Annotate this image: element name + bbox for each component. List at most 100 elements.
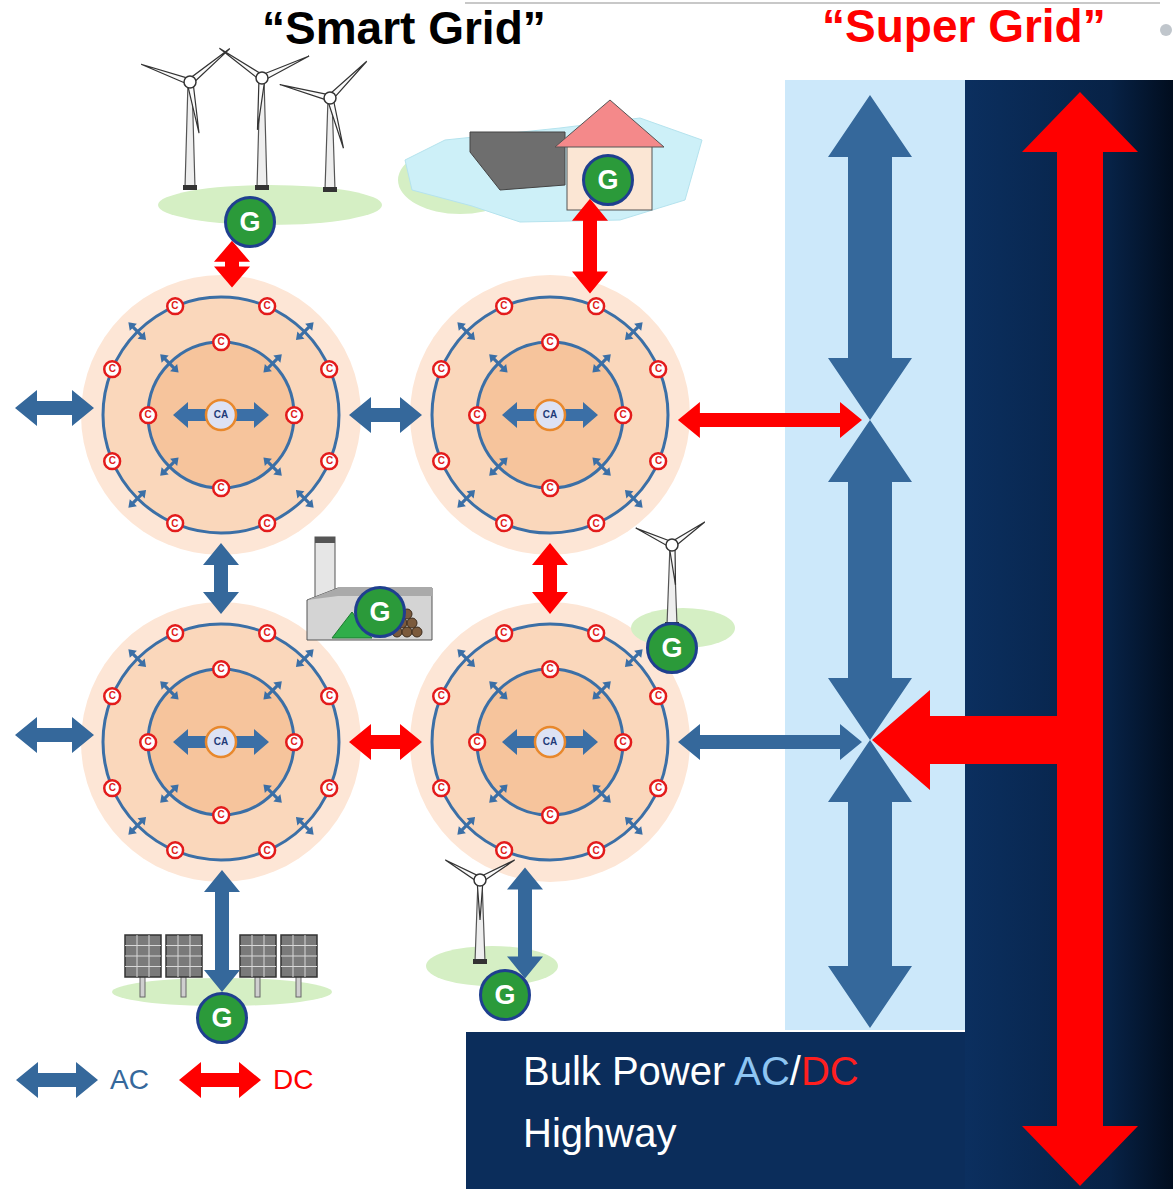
generator-circle: G: [479, 969, 531, 1021]
node-outline: [167, 298, 183, 314]
consumer-letter: C: [217, 483, 224, 493]
power-connector: [678, 724, 862, 760]
flow-arrow: [592, 784, 610, 802]
node-outline: [286, 407, 302, 423]
microgrid-circle: CACCCCCCCCCCCC: [93, 614, 349, 870]
consumer-letter: C: [438, 691, 445, 701]
flow-arrow: [625, 649, 643, 667]
solar-panel: [181, 975, 186, 997]
external-ac-arrow: [15, 717, 94, 753]
consumer-circle: C: [166, 624, 184, 642]
node-outline: [259, 625, 275, 641]
flow-arrow: [263, 354, 281, 372]
highway-label: Bulk Power AC/DC Highway: [523, 1040, 963, 1164]
node-outline: [651, 688, 667, 704]
power-connector: [507, 868, 543, 979]
consumer-circle: C: [468, 406, 486, 424]
consumer-letter: C: [546, 810, 553, 820]
node-outline: [584, 156, 633, 205]
solar-panel: [296, 975, 301, 997]
flow-arrow: [592, 457, 610, 475]
solar-panel: [255, 975, 260, 997]
legend-item: DC: [175, 1058, 313, 1102]
consumer-letter: C: [217, 337, 224, 347]
consumer-circle: C: [432, 360, 450, 378]
control-area-label: CA: [543, 737, 557, 747]
solar-panel: [125, 956, 161, 957]
control-area-circle: [206, 400, 236, 430]
node-outline: [588, 516, 604, 532]
node-outline: [651, 361, 667, 377]
consumer-letter: C: [171, 301, 178, 311]
wind-turbine: [445, 860, 514, 964]
wind-turbine: [257, 78, 267, 188]
wind-turbine: [141, 49, 230, 190]
wind-turbine: [219, 48, 309, 190]
hydro-house: [555, 100, 664, 147]
flow-arrow: [457, 490, 475, 508]
generator-circle: G: [354, 586, 406, 638]
generator-letter: G: [661, 635, 682, 662]
outer-ring: [432, 624, 668, 860]
control-area-circle: [535, 400, 565, 430]
flow-arrow: [457, 649, 475, 667]
microgrid-halo: [148, 669, 294, 815]
consumer-letter: C: [592, 628, 599, 638]
external-ac-arrow: [15, 390, 94, 426]
outer-ring: [103, 297, 339, 533]
consumer-letter: C: [263, 628, 270, 638]
microgrid-rings: [103, 624, 339, 860]
solar-panel: [281, 945, 317, 946]
node-outline: [496, 516, 512, 532]
flow-arrow: [457, 322, 475, 340]
node-outline: [496, 298, 512, 314]
consumer-letter: C: [326, 456, 333, 466]
flow-arrow: [592, 681, 610, 699]
inner-ring: [148, 342, 294, 488]
consumer-circle: C: [166, 841, 184, 859]
consumer-circle: C: [258, 514, 276, 532]
generator-circle: G: [196, 992, 248, 1044]
control-area-circle: [206, 727, 236, 757]
highway-region: Bulk Power AC/DC Highway: [862, 80, 1173, 1189]
consumer-circle: C: [587, 514, 605, 532]
wind-turbine: [324, 92, 336, 104]
flow-arrow: [128, 817, 146, 835]
consumer-circle: C: [649, 779, 667, 797]
node-outline: [433, 780, 449, 796]
microgrid-circle: CACCCCCCCCCCCC: [93, 287, 349, 543]
consumer-letter: C: [109, 364, 116, 374]
solar-panel: [240, 956, 276, 957]
generator-letter: G: [369, 599, 390, 626]
node-outline: [496, 625, 512, 641]
consumer-circle: C: [495, 841, 513, 859]
consumer-circle: C: [614, 733, 632, 751]
consumer-circle: C: [139, 406, 157, 424]
inner-ring: [477, 342, 623, 488]
consumer-letter: C: [263, 519, 270, 529]
consumer-letter: C: [109, 691, 116, 701]
consumer-circle: C: [212, 479, 230, 497]
hydro-house: [470, 132, 565, 190]
consumer-letter: C: [109, 456, 116, 466]
flow-arrow: [489, 681, 507, 699]
node-outline: [259, 516, 275, 532]
power-connector: [678, 402, 862, 438]
consumer-circle: C: [103, 452, 121, 470]
grid-heading: “Super Grid”: [822, 0, 1106, 53]
wind-turbine: [256, 72, 268, 84]
microgrid-rings: [432, 297, 668, 533]
wind-turbine: [323, 187, 337, 192]
node-outline: [542, 661, 558, 677]
consumer-circle: C: [432, 687, 450, 705]
inner-ring: [477, 669, 623, 815]
flow-arrow: [160, 681, 178, 699]
consumer-circle: C: [212, 660, 230, 678]
node-outline: [213, 661, 229, 677]
consumer-letter: C: [592, 301, 599, 311]
outer-ring: [432, 297, 668, 533]
flow-arrow: [489, 354, 507, 372]
node-outline: [481, 971, 530, 1020]
solar-panel: [125, 966, 161, 967]
